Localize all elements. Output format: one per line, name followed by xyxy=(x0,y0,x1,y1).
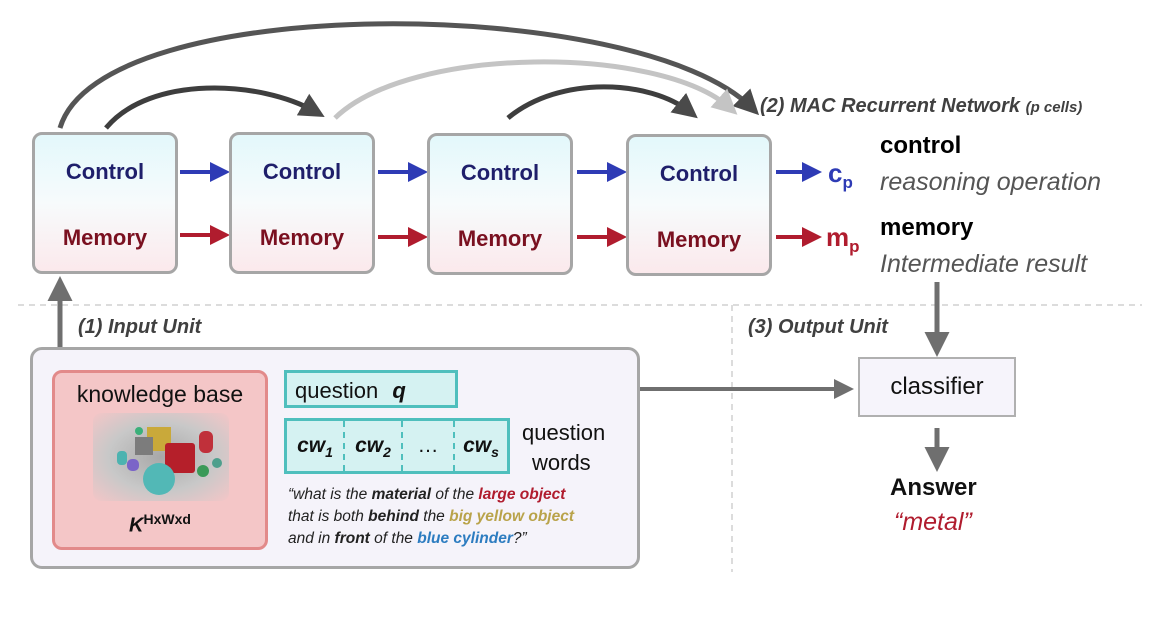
memory-output-symbol: mp xyxy=(826,222,860,257)
skip-arrow-3-4 xyxy=(506,84,698,120)
skip-arrow-1-2 xyxy=(104,85,325,130)
cell-control-label: Control xyxy=(460,160,540,185)
memory-description: Intermediate result xyxy=(880,250,1088,278)
question-words-label-1: question xyxy=(522,420,606,445)
word-divider xyxy=(343,421,345,471)
skip-arrow-2-4 xyxy=(333,59,738,120)
context-word-2: cw2 xyxy=(355,434,391,461)
mac-cell-3: Control Memory xyxy=(427,133,573,275)
context-word-s: cws xyxy=(463,434,499,461)
answer-title: Answer xyxy=(890,474,977,501)
knowledge-base-label: knowledge base xyxy=(76,381,244,407)
cell-memory-label: Memory xyxy=(457,226,543,251)
cell-control-label: Control xyxy=(262,159,342,184)
cell-memory-label: Memory xyxy=(62,225,148,250)
mac-network-title: (2) MAC Recurrent Network (p cells) xyxy=(760,95,1083,117)
cell-control-label: Control xyxy=(65,159,145,184)
example-question: “what is the material of the large objec… xyxy=(288,486,575,547)
mac-cell-2: Control Memory xyxy=(229,132,375,274)
classifier-box: classifier xyxy=(858,357,1016,417)
knowledge-base-box: knowledge base KHxWxd xyxy=(52,370,268,550)
skip-arrow-long xyxy=(57,21,760,129)
scene-objects-icon xyxy=(117,427,222,495)
cell-control-label: Control xyxy=(659,161,739,186)
question-symbol: q xyxy=(392,378,406,403)
context-words-box: cw1 cw2 … cws xyxy=(284,418,510,474)
word-divider xyxy=(453,421,455,471)
control-output-symbol: cp xyxy=(828,158,853,193)
context-word-1: cw1 xyxy=(297,434,333,461)
word-divider xyxy=(401,421,403,471)
scene-image xyxy=(93,413,229,501)
question-words-label-2: words xyxy=(532,450,591,475)
cell-memory-label: Memory xyxy=(656,227,742,252)
question-box: question q xyxy=(284,370,458,408)
knowledge-base-symbol: KHxWxd xyxy=(129,511,191,537)
memory-title: memory xyxy=(880,214,974,241)
mac-cell-1: Control Memory xyxy=(32,132,178,274)
output-unit-title: (3) Output Unit xyxy=(748,316,888,338)
context-word-ellipsis: … xyxy=(417,434,439,457)
answer-value: “metal” xyxy=(894,508,972,536)
control-description: reasoning operation xyxy=(880,168,1101,196)
input-unit-title: (1) Input Unit xyxy=(78,316,202,338)
question-text: question q xyxy=(295,378,406,403)
control-title: control xyxy=(880,132,962,159)
cell-memory-label: Memory xyxy=(259,225,345,250)
mac-cell-4: Control Memory xyxy=(626,134,772,276)
